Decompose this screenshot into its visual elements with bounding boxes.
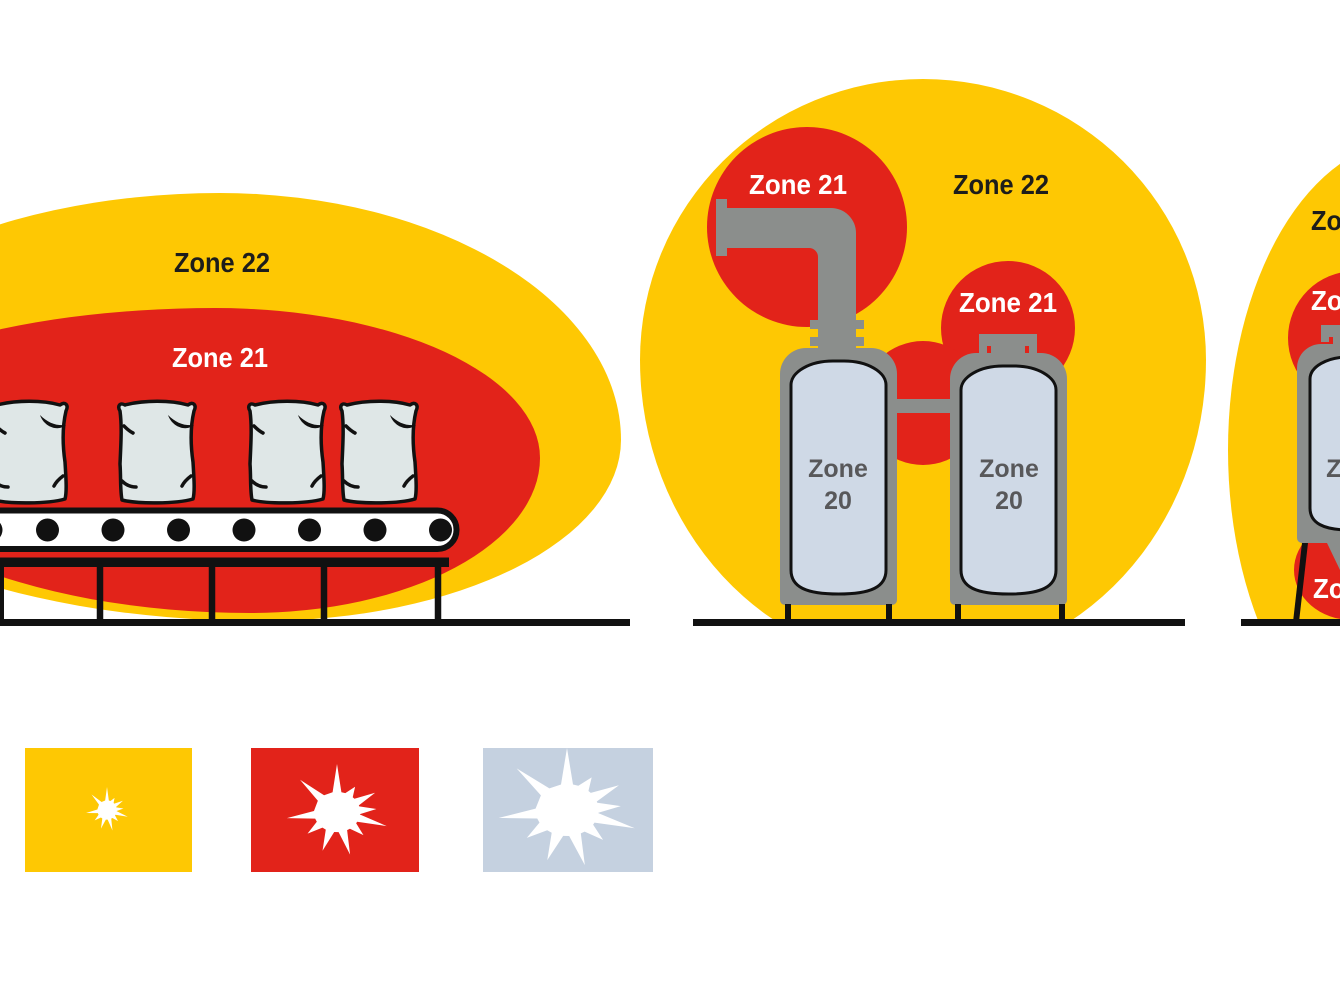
svg-text:Zone 21: Zone 21 bbox=[1311, 285, 1340, 316]
svg-text:20: 20 bbox=[824, 487, 852, 515]
svg-text:Zone: Zone bbox=[1326, 455, 1340, 483]
svg-text:Zone: Zone bbox=[979, 455, 1039, 483]
svg-text:Zone 21: Zone 21 bbox=[959, 287, 1057, 318]
svg-text:Zone 22: Zone 22 bbox=[1311, 205, 1340, 236]
svg-text:Zone 21: Zone 21 bbox=[749, 169, 847, 200]
svg-text:Zone 22: Zone 22 bbox=[174, 247, 270, 278]
svg-text:Zone: Zone bbox=[808, 455, 868, 483]
svg-text:Zone 21: Zone 21 bbox=[172, 342, 268, 373]
svg-text:Zone 22: Zone 22 bbox=[953, 169, 1049, 200]
svg-text:Zone 21: Zone 21 bbox=[1313, 573, 1340, 604]
svg-text:20: 20 bbox=[995, 487, 1023, 515]
